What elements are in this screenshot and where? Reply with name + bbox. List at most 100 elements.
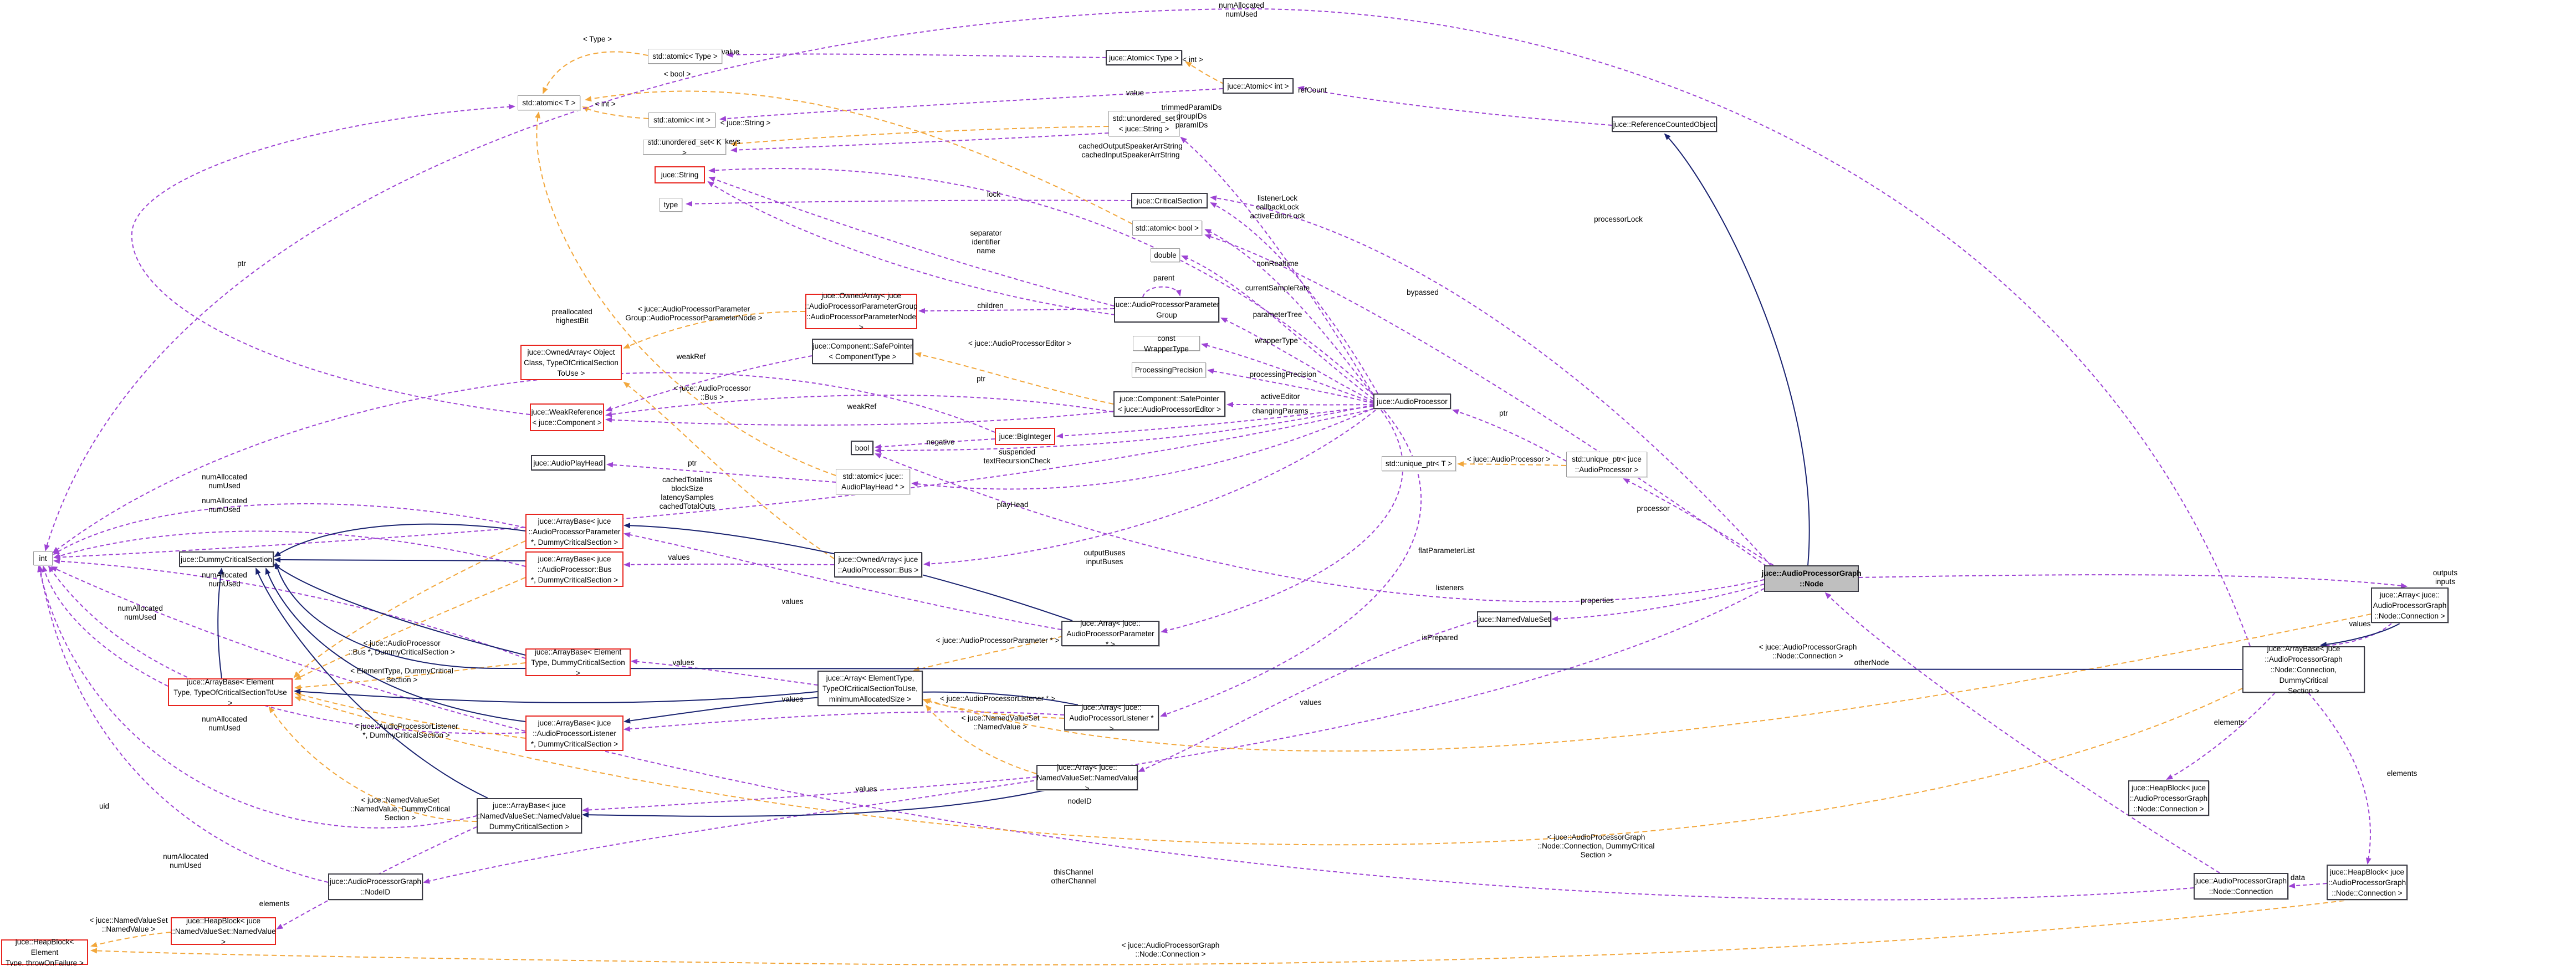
class-node-f4[interactable]: juce::ArrayBase< juce ::AudioProcessorGr… [2242, 645, 2365, 695]
edge-usage-15 [1210, 195, 1771, 566]
class-node-c4[interactable]: juce::AudioProcessorParameter Group [1114, 297, 1219, 323]
edge-usage-23 [1056, 406, 1374, 439]
edge-usage-42 [1623, 478, 1774, 566]
class-node-b4[interactable]: juce::ReferenceCountedObject [1612, 116, 1717, 132]
edge-usage-47 [1551, 584, 1765, 622]
class-node-d5[interactable]: juce::WeakReference < juce::Component > [530, 403, 604, 431]
class-node-a3[interactable]: std::atomic< int > [648, 113, 715, 127]
edge-inheritance-87 [217, 568, 224, 679]
class-node-e7[interactable]: juce::ArrayBase< juce ::AudioProcessorLi… [525, 715, 623, 751]
edge-template-31 [623, 381, 835, 559]
edge-usage-46 [44, 8, 2251, 647]
class-node-c7[interactable]: juce::Component::SafePointer < juce::Aud… [1113, 391, 1225, 417]
class-node-e11[interactable]: juce::Array< juce:: AudioProcessorParame… [1061, 619, 1159, 648]
edge-template-75 [294, 662, 526, 691]
edge-usage-16 [1204, 229, 1375, 397]
class-node-f2[interactable]: juce::AudioProcessorGraph ::Node [1761, 565, 1862, 592]
edge-usage-25 [918, 308, 1115, 314]
class-node-f7[interactable]: juce::HeapBlock< juce ::AudioProcessorGr… [2327, 865, 2408, 900]
edge-usage-27 [605, 411, 1114, 426]
class-node-c3[interactable]: double [1151, 248, 1180, 262]
edge-usage-95 [1180, 136, 1374, 395]
class-node-f3[interactable]: juce::Array< juce:: AudioProcessorGraph … [2371, 587, 2449, 623]
class-node-e10[interactable]: juce::Array< ElementType, TypeOfCritical… [817, 671, 923, 706]
edge-usage-0 [726, 52, 1107, 58]
class-node-g1[interactable]: juce::AudioProcessorGraph ::NodeID [328, 873, 423, 900]
class-node-d8[interactable]: bool [851, 441, 873, 455]
edge-template-78 [294, 688, 2243, 846]
class-node-f6[interactable]: juce::AudioProcessorGraph ::Node::Connec… [2194, 873, 2288, 899]
edge-inheritance-89 [294, 688, 818, 703]
edge-usage-9 [730, 132, 1109, 153]
class-node-e3[interactable]: int [33, 551, 53, 565]
class-node-d9[interactable]: std::atomic< juce:: AudioPlayHead * > [836, 469, 910, 494]
edge-usage-57 [38, 565, 329, 883]
edge-inheritance-90 [623, 523, 1073, 621]
class-node-g3[interactable]: juce::HeapBlock< Element Type, throwOnFa… [1, 938, 88, 966]
class-node-a6[interactable]: type [660, 198, 682, 212]
edge-inheritance-92 [582, 790, 1045, 818]
edge-usage-48 [1138, 620, 1478, 772]
class-node-b3[interactable]: std::unordered_set < juce::String > [1108, 111, 1179, 136]
class-node-e8[interactable]: juce::ArrayBase< juce ::NamedValueSet::N… [476, 798, 583, 834]
edge-usage-66 [631, 658, 818, 686]
class-node-d6[interactable]: juce::AudioPlayHead [531, 455, 605, 471]
class-node-a1[interactable]: std::atomic< Type > [648, 49, 722, 64]
edge-usage-35 [911, 407, 1375, 490]
edge-usage-51 [2320, 623, 2392, 649]
class-node-c5[interactable]: const WrapperType [1133, 334, 1200, 353]
edge-usage-36 [606, 462, 836, 483]
edge-usage-38 [52, 372, 995, 554]
edge-usage-17 [1204, 234, 1767, 567]
edge-template-80 [90, 900, 2345, 965]
class-node-e12[interactable]: juce::Array< juce:: AudioProcessorListen… [1064, 703, 1159, 733]
class-node-a2[interactable]: std::atomic< T > [518, 95, 580, 110]
edge-usage-13 [686, 200, 1132, 207]
edge-template-4 [543, 51, 648, 94]
class-node-g2[interactable]: juce::HeapBlock< juce ::NamedValueSet::N… [171, 916, 276, 946]
class-node-c6[interactable]: ProcessingPrecision [1132, 362, 1206, 377]
class-node-f5[interactable]: juce::HeapBlock< juce ::AudioProcessorGr… [2128, 780, 2209, 816]
class-node-e9[interactable]: juce::OwnedArray< juce ::AudioProcessor:… [834, 552, 922, 577]
edge-usage-33 [875, 405, 1374, 453]
edge-template-7 [535, 111, 836, 476]
class-node-d7[interactable]: juce::BigInteger [995, 428, 1055, 445]
class-node-d2[interactable]: juce::OwnedArray< juce ::AudioProcessorP… [805, 292, 918, 331]
class-node-d4[interactable]: juce::OwnedArray< Object Class, TypeOfCr… [520, 345, 622, 380]
class-node-e6[interactable]: juce::ArrayBase< Element Type, DummyCrit… [525, 648, 631, 677]
edge-usage-12 [707, 181, 1116, 315]
edge-template-5 [585, 90, 1133, 224]
class-node-a5[interactable]: juce::String [655, 166, 705, 183]
edge-usage-55 [2308, 692, 2371, 865]
edge-usage-29 [605, 394, 1139, 417]
edge-template-26 [914, 352, 1114, 405]
edge-inheritance-86 [255, 568, 488, 799]
class-node-e4[interactable]: juce::DummyCriticalSection [179, 551, 274, 567]
class-node-a4[interactable]: std::unordered_set< K > [643, 138, 726, 157]
class-node-e2[interactable]: juce::ArrayBase< juce ::AudioProcessor::… [525, 551, 623, 587]
class-node-d3[interactable]: juce::Component::SafePointer < Component… [812, 339, 913, 364]
class-node-b1[interactable]: juce::Atomic< Type > [1106, 50, 1182, 65]
class-node-c1[interactable]: juce::CriticalSection [1131, 193, 1208, 208]
class-node-d10[interactable]: std::unique_ptr< T > [1382, 456, 1456, 471]
class-node-c8[interactable]: juce::AudioProcessor [1373, 393, 1451, 409]
edge-template-8 [730, 126, 1109, 147]
edge-usage-58 [53, 503, 526, 555]
edge-usage-1 [719, 88, 1223, 122]
class-node-e5[interactable]: juce::ArrayBase< Element Type, TypeOfCri… [168, 678, 293, 707]
edge-usage-18 [1181, 255, 1374, 400]
class-node-c2[interactable]: std::atomic< bool > [1132, 221, 1202, 236]
class-node-e13[interactable]: juce::Array< juce:: NamedValueSet::Named… [1036, 763, 1138, 793]
edge-usage-40 [1161, 410, 1404, 633]
class-node-b2[interactable]: juce::Atomic< int > [1223, 78, 1294, 94]
edge-template-79 [90, 932, 171, 948]
class-node-e1[interactable]: juce::ArrayBase< juce ::AudioProcessorPa… [525, 514, 623, 549]
edge-usage-67 [623, 711, 1065, 732]
edge-inheritance-85 [265, 568, 526, 722]
edge-usage-19 [1220, 318, 1374, 402]
edge-template-30 [623, 311, 806, 349]
class-node-d11[interactable]: std::unique_ptr< juce ::AudioProcessor > [1566, 452, 1647, 477]
edge-usage-68 [582, 776, 1037, 813]
class-node-f1[interactable]: juce::NamedValueSet [1477, 611, 1551, 627]
edge-usage-34 [875, 453, 1765, 602]
